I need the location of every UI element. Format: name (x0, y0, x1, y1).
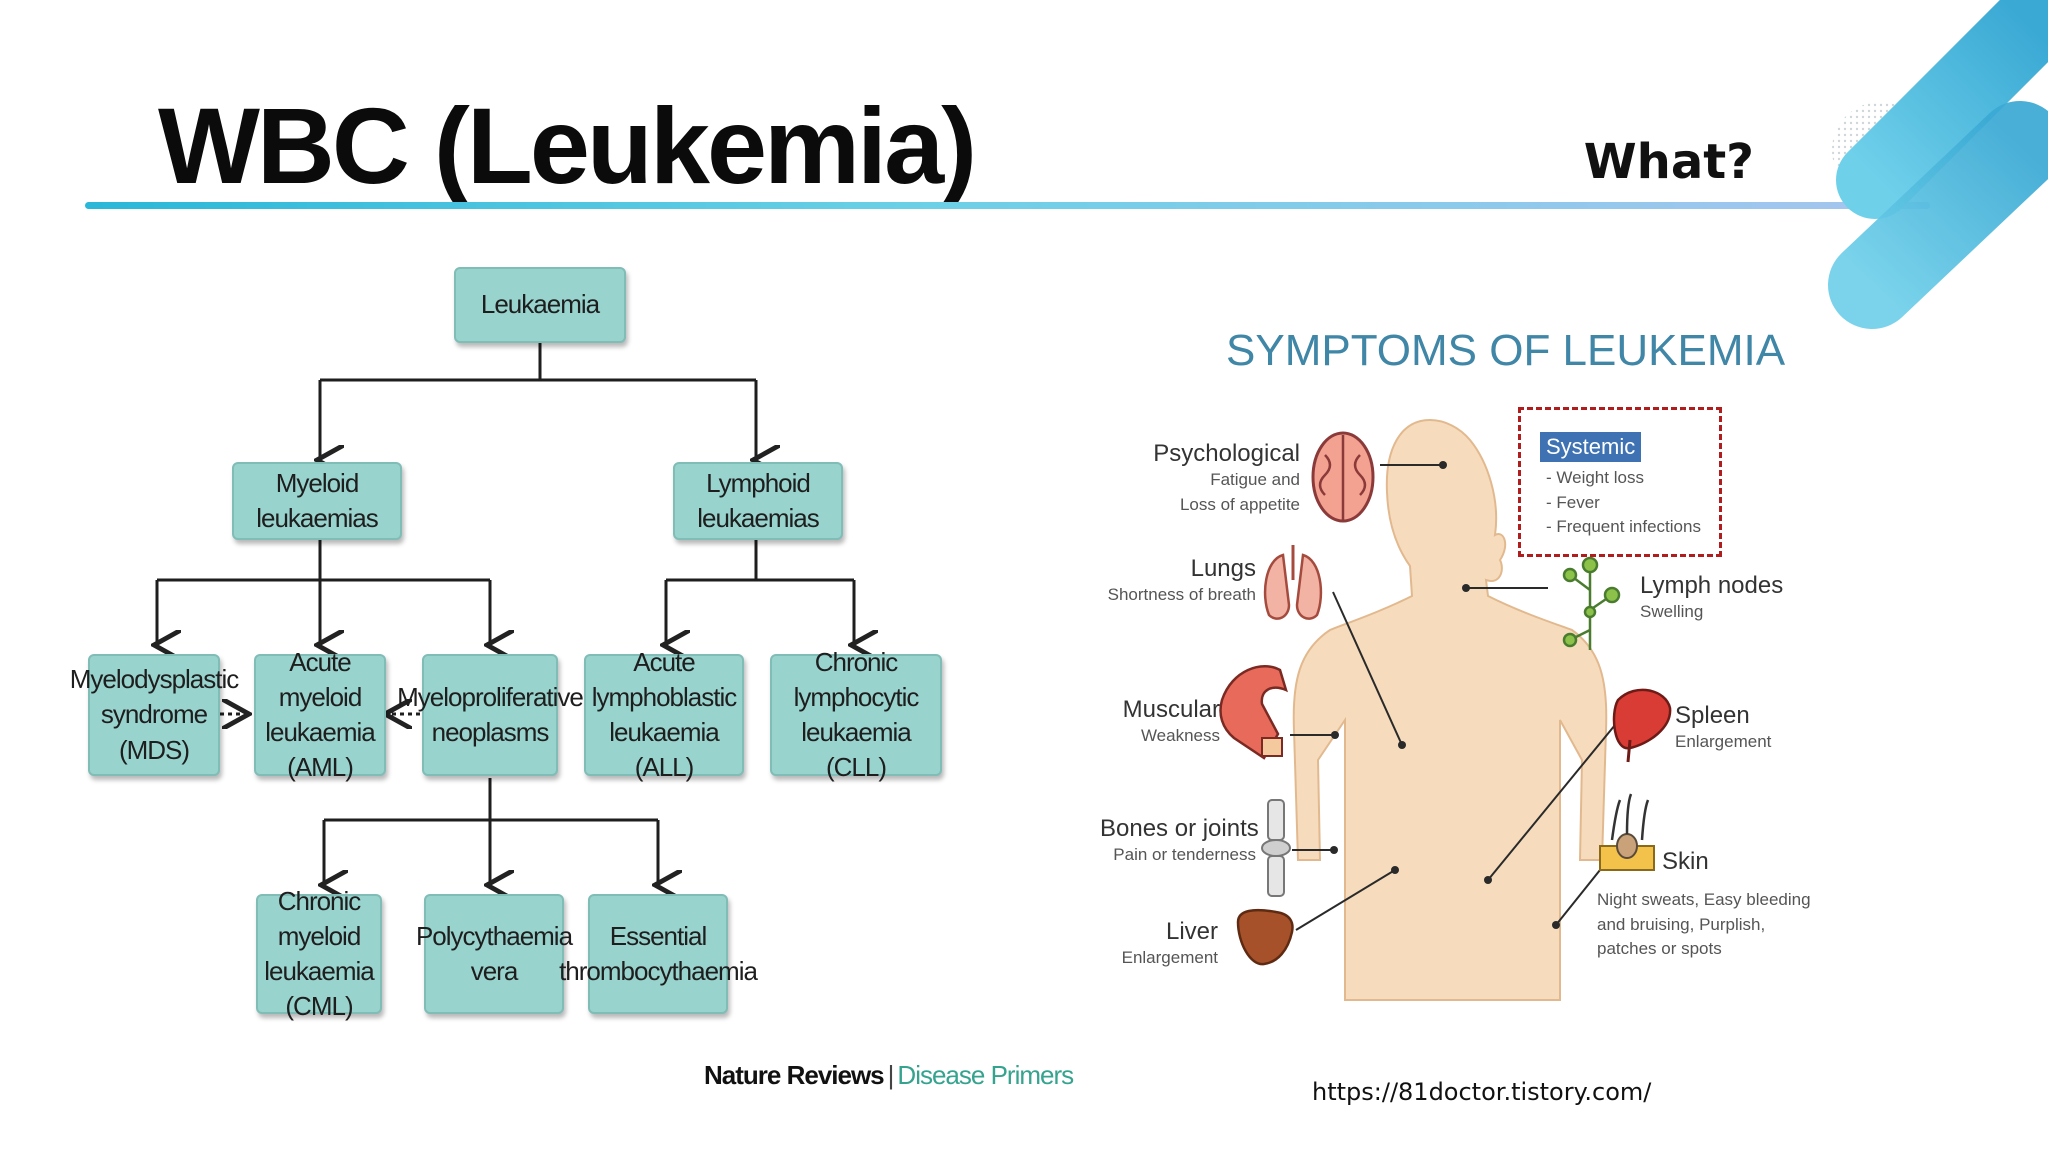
symptom-lymph-nodes-label: Lymph nodes (1640, 572, 1784, 599)
symptom-muscular: Muscular Weakness (1100, 696, 1220, 749)
symptom-spleen-detail: Enlargement (1675, 732, 1772, 751)
diagram-credit: Nature Reviews|Disease Primers (704, 1060, 1074, 1091)
systemic-item: - Fever (1546, 492, 1600, 512)
knee-joint-icon (1261, 799, 1291, 897)
pointer-skin (1555, 869, 1601, 926)
symptom-psychological-detail-2: Loss of appetite (1179, 494, 1300, 514)
symptom-skin-detail-3: patches or spots (1597, 939, 1722, 959)
symptom-lungs-detail: Shortness of breath (1107, 585, 1256, 604)
title-underline (85, 202, 1930, 209)
node-lymphoid-leukaemias: Lymphoid leukaemias (673, 462, 843, 540)
brain-icon (1311, 431, 1375, 523)
skin-hair-icon (1599, 793, 1655, 871)
symptom-bones: Bones or joints Pain or tenderness (1100, 815, 1259, 868)
systemic-item: - Weight loss (1546, 468, 1644, 487)
symptom-skin-detail-1: Night sweats, Easy bleeding (1597, 890, 1811, 909)
slide-subtitle: What? (1583, 134, 1754, 190)
symptom-bones-label: Bones or joints (1100, 815, 1259, 842)
node-all: Acute lymphoblastic leukaemia (ALL) (584, 647, 744, 782)
node-mds: Myelodysplastic syndrome (MDS) (70, 654, 239, 776)
pointer-liver (1295, 869, 1396, 931)
symptom-lungs-label: Lungs (1190, 555, 1256, 582)
symptoms-title: SYMPTOMS OF LEUKEMIA (1226, 326, 1786, 375)
stripe-bottom (1828, 101, 2048, 329)
stripe-top (1836, 0, 2048, 219)
symptom-psychological-label: Psychological (1153, 440, 1300, 467)
symptom-psychological: Psychological Fatigue and Loss of appeti… (1120, 440, 1300, 517)
symptom-lungs: Lungs Shortness of breath (1100, 555, 1256, 608)
symptom-skin: Skin (1662, 848, 1709, 876)
systemic-tag: Systemic (1540, 432, 1642, 462)
node-myeloid-leukaemias: Myeloid leukaemias (232, 462, 402, 540)
symptom-lymph-nodes: Lymph nodes Swelling (1640, 572, 1783, 625)
credit-separator: | (887, 1060, 895, 1090)
symptom-lymph-nodes-detail: Swelling (1640, 602, 1704, 621)
source-url[interactable]: https://81doctor.tistory.com/ (1312, 1078, 1652, 1106)
node-leukaemia: Leukaemia (454, 267, 626, 343)
symptom-muscular-detail: Weakness (1140, 726, 1220, 745)
symptom-spleen-label: Spleen (1675, 702, 1750, 729)
lungs-icon (1263, 545, 1323, 620)
symptom-psychological-detail-1: Fatigue and (1210, 470, 1300, 489)
symptom-skin-label: Skin (1662, 848, 1709, 875)
symptom-skin-details: Night sweats, Easy bleeding and bruising… (1597, 888, 1811, 962)
symptom-bones-detail: Pain or tenderness (1113, 845, 1256, 864)
node-cll: Chronic lymphocytic leukaemia (CLL) (770, 647, 942, 782)
lymph-nodes-icon (1562, 556, 1621, 650)
slide-title: WBC (Leukemia) (158, 85, 977, 206)
muscle-arm-icon (1219, 665, 1288, 760)
symptom-liver-label: Liver (1165, 918, 1218, 945)
systemic-highlight-box (1518, 407, 1722, 557)
node-mpn: Myeloproliferative neoplasms (397, 654, 584, 776)
pointer-lungs (1332, 591, 1403, 746)
systemic-list: - Weight loss - Fever - Frequent infecti… (1546, 466, 1701, 540)
spleen-icon (1612, 688, 1672, 763)
symptom-liver: Liver Enlargement (1100, 918, 1218, 971)
node-pv: Polycythaemia vera (416, 894, 573, 1014)
symptom-spleen: Spleen Enlargement (1675, 702, 1771, 755)
symptom-liver-detail: Enlargement (1121, 948, 1218, 967)
pointer-spleen (1487, 724, 1616, 881)
credit-publisher: Nature Reviews (704, 1060, 885, 1090)
liver-icon (1236, 908, 1294, 966)
systemic-item: - Frequent infections (1546, 517, 1701, 537)
symptom-muscular-label: Muscular (1122, 696, 1220, 723)
credit-series: Disease Primers (897, 1060, 1074, 1090)
body-silhouette (1292, 418, 1608, 1001)
node-et: Essential thrombocythaemia (559, 894, 758, 1014)
symptom-skin-detail-2: and bruising, Purplish, (1597, 914, 1766, 934)
